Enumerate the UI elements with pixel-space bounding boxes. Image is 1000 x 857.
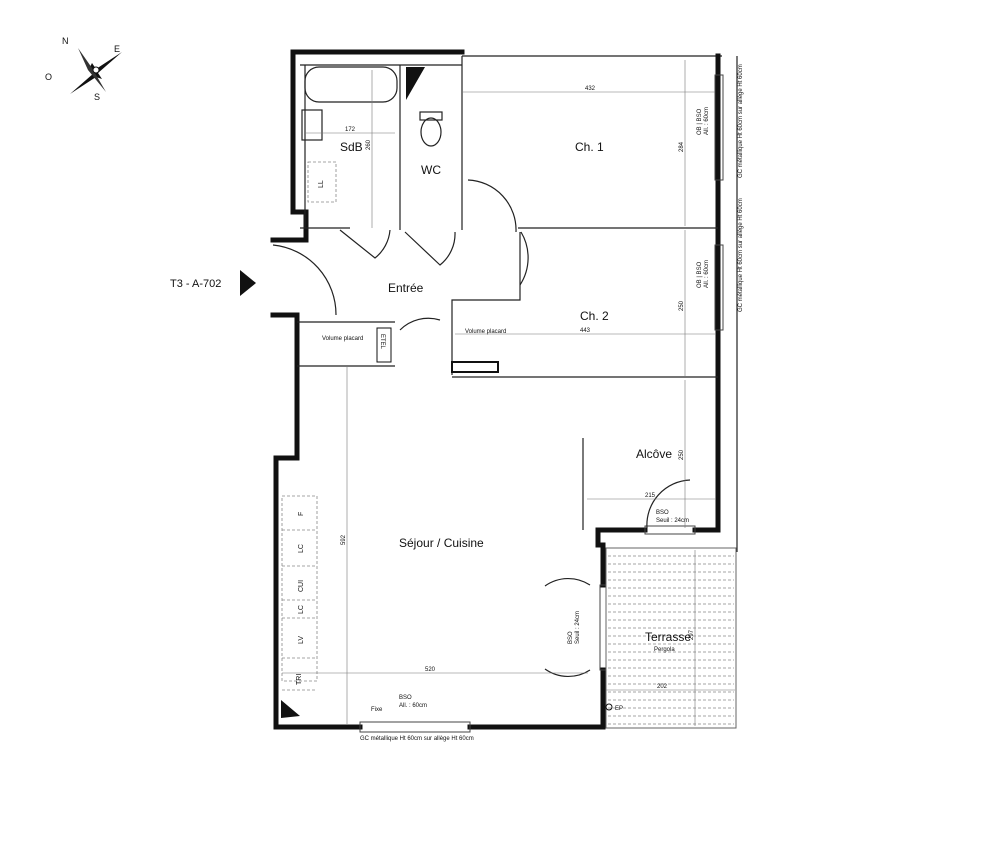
walls [270, 49, 738, 733]
ch2-window-allege: All. : 60cm [704, 260, 710, 288]
room-terrasse: Terrasse [645, 630, 691, 644]
toilet-icon [420, 117, 442, 147]
volume-placard-1: Volume placard [322, 336, 363, 342]
room-alcove: Alcôve [636, 447, 672, 461]
room-entree: Entrée [388, 281, 424, 295]
dimension-lines [282, 60, 735, 726]
dim-sejour-width: 520 [425, 667, 436, 673]
fixture-f: F [298, 512, 305, 516]
compass-o: O [45, 72, 52, 82]
alcove-seuil-label: Seuil : 24cm [656, 518, 689, 524]
fixture-etel: ETEL [379, 334, 385, 350]
fixture-tri: TRI [296, 674, 303, 685]
gc-ch2-label: GC métallique Ht 60cm sur allège Ht 60cm [738, 198, 744, 312]
dim-sejour-depth: 592 [341, 534, 347, 545]
dim-ch2-depth: 250 [679, 300, 685, 311]
bathroom-fixtures [301, 66, 443, 203]
doors [272, 179, 691, 678]
dim-ch2-width: 443 [580, 328, 591, 334]
ch1-window-label: OB | BSO [697, 108, 703, 135]
dim-terrasse-depth: 297 [689, 629, 695, 640]
room-sdb: SdB [340, 140, 363, 154]
compass-s: S [94, 92, 100, 102]
dim-terrasse-width: 202 [657, 684, 668, 690]
fixture-cui: CUI [298, 580, 305, 592]
dim-sdb-depth: 260 [366, 139, 372, 150]
fixture-lc-2: LC [298, 605, 305, 614]
etel-box [376, 327, 392, 363]
dim-sdb-width: 172 [345, 127, 356, 133]
entry-arrow-icon [240, 270, 256, 296]
dim-alcove-depth: 250 [679, 449, 685, 460]
alcove-door-label: BSO [656, 510, 669, 516]
room-sejour: Séjour / Cuisine [399, 536, 484, 550]
fixture-ll: LL [318, 180, 325, 188]
dim-ch1-width: 432 [585, 86, 596, 92]
compass-n: N [62, 36, 69, 46]
unit-label: T3 - A-702 [170, 278, 221, 290]
gc-sejour-label: GC métallique Ht 60cm sur allège Ht 60cm [360, 736, 474, 742]
sejour-seuil-label: Seuil : 24cm [575, 611, 581, 644]
compass-e: E [114, 44, 120, 54]
room-ch2: Ch. 2 [580, 309, 609, 323]
kitchen-units [281, 495, 318, 691]
fixture-lc-1: LC [298, 544, 305, 553]
ep-icon [605, 703, 613, 711]
pergola-label: Pergola [654, 647, 675, 653]
gc-ch1-label: GC métallique Ht 60cm sur allège Ht 60cm [738, 64, 744, 178]
sejour-window-label: BSO [399, 695, 412, 701]
room-wc: WC [421, 163, 441, 177]
ch2-window-label: OB | BSO [697, 261, 703, 288]
dim-alcove-width: 215 [645, 493, 656, 499]
compass-rose-icon: N E S O [45, 36, 122, 102]
sejour-door-label: BSO [568, 631, 574, 644]
ch1-window-allege: All. : 60cm [704, 107, 710, 135]
fixture-fixe: Fixe [371, 707, 383, 713]
volume-placard-2: Volume placard [465, 329, 506, 335]
terrace-deck [605, 547, 737, 729]
fixture-ep: EP [615, 706, 623, 712]
room-ch1: Ch. 1 [575, 140, 604, 154]
fixture-lv: LV [298, 636, 305, 644]
sejour-window-allege: All. : 60cm [399, 703, 427, 709]
dim-ch1-depth: 284 [679, 141, 685, 152]
